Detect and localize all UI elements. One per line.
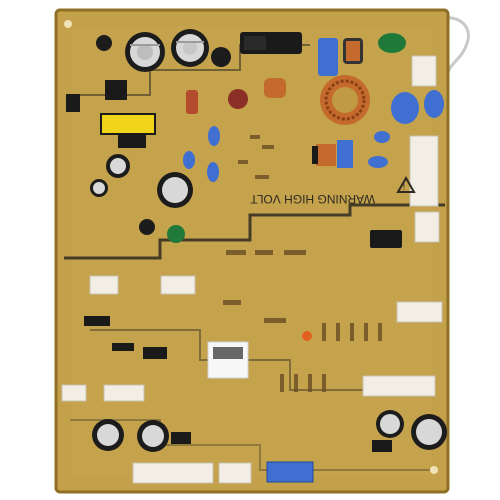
capacitor-left-mid-2-top: [162, 177, 188, 203]
warning-triangle-icon: [396, 175, 416, 193]
warning-text: WARNING HIGH VOLT: [250, 192, 375, 206]
green-cap-center: [167, 225, 185, 243]
chip-left-1: [105, 80, 127, 100]
toroid-coil: [320, 75, 370, 125]
connector-bottom-blue: [266, 461, 314, 483]
capacitor-bottom-3-top: [380, 414, 400, 434]
capacitor-bottom-4-top: [416, 419, 442, 445]
capacitor-large-2: [171, 29, 209, 67]
brown-capacitor: [228, 89, 248, 109]
capacitor-left-mid-1-top: [110, 158, 126, 174]
connector-right-2: [409, 135, 439, 207]
mount-hole-bottom-right: [430, 466, 438, 474]
blue-cap-rect: [337, 140, 353, 168]
barcode: [213, 347, 243, 359]
yellow-transformer: [100, 113, 156, 135]
connector-bottom-2: [218, 462, 252, 484]
relay: [370, 230, 402, 248]
capacitor-center-1: [139, 219, 155, 235]
chip-left-2: [66, 94, 80, 112]
blue-capacitor-1: [318, 38, 338, 76]
capacitor-small-top-right: [211, 47, 231, 67]
connector-right-1: [411, 55, 437, 87]
chip-mid-3: [112, 343, 134, 351]
chip-mid-1: [84, 316, 110, 326]
capacitor-left-mid-3-top: [93, 182, 105, 194]
chip-bottom-2: [372, 440, 392, 452]
trace-line-main: [64, 203, 445, 260]
connector-bottom-1: [132, 462, 214, 484]
warning-text-group: WARNING HIGH VOLT: [250, 192, 375, 206]
capacitor-bottom-2-top: [142, 425, 164, 447]
connector-bottom-right: [362, 375, 436, 397]
inductor-top: [343, 38, 363, 64]
green-component: [378, 33, 406, 53]
blue-cap-round-1: [391, 92, 419, 124]
connector-mid-2: [160, 275, 196, 295]
connector-bottom-left-1: [61, 384, 87, 402]
connector-mid-1: [89, 275, 119, 295]
blue-cap-center-3: [183, 151, 195, 169]
red-resistor: [186, 90, 198, 114]
capacitor-small-top: [96, 35, 112, 51]
orange-component: [264, 78, 286, 98]
inductor-mid: [312, 144, 336, 166]
mount-hole-top-left: [64, 20, 72, 28]
orange-led: [302, 331, 312, 341]
connector-mid-right: [396, 301, 443, 323]
blue-cap-small-2: [368, 156, 388, 168]
capacitor-large-1: [125, 32, 165, 72]
blue-cap-round-2: [424, 90, 444, 118]
regulator-detail: [244, 36, 266, 50]
blue-cap-center-1: [208, 126, 220, 146]
connector-right-3: [414, 211, 440, 243]
capacitor-bottom-1-top: [97, 424, 119, 446]
chip-mid-2: [143, 347, 167, 359]
small-components: [223, 135, 382, 392]
blue-cap-small-1: [374, 131, 390, 143]
transformer-base: [118, 134, 146, 148]
connector-bottom-left-2: [103, 384, 145, 402]
blue-cap-center-2: [207, 162, 219, 182]
chip-bottom-1: [171, 432, 191, 444]
svg-text:!: !: [403, 182, 406, 192]
